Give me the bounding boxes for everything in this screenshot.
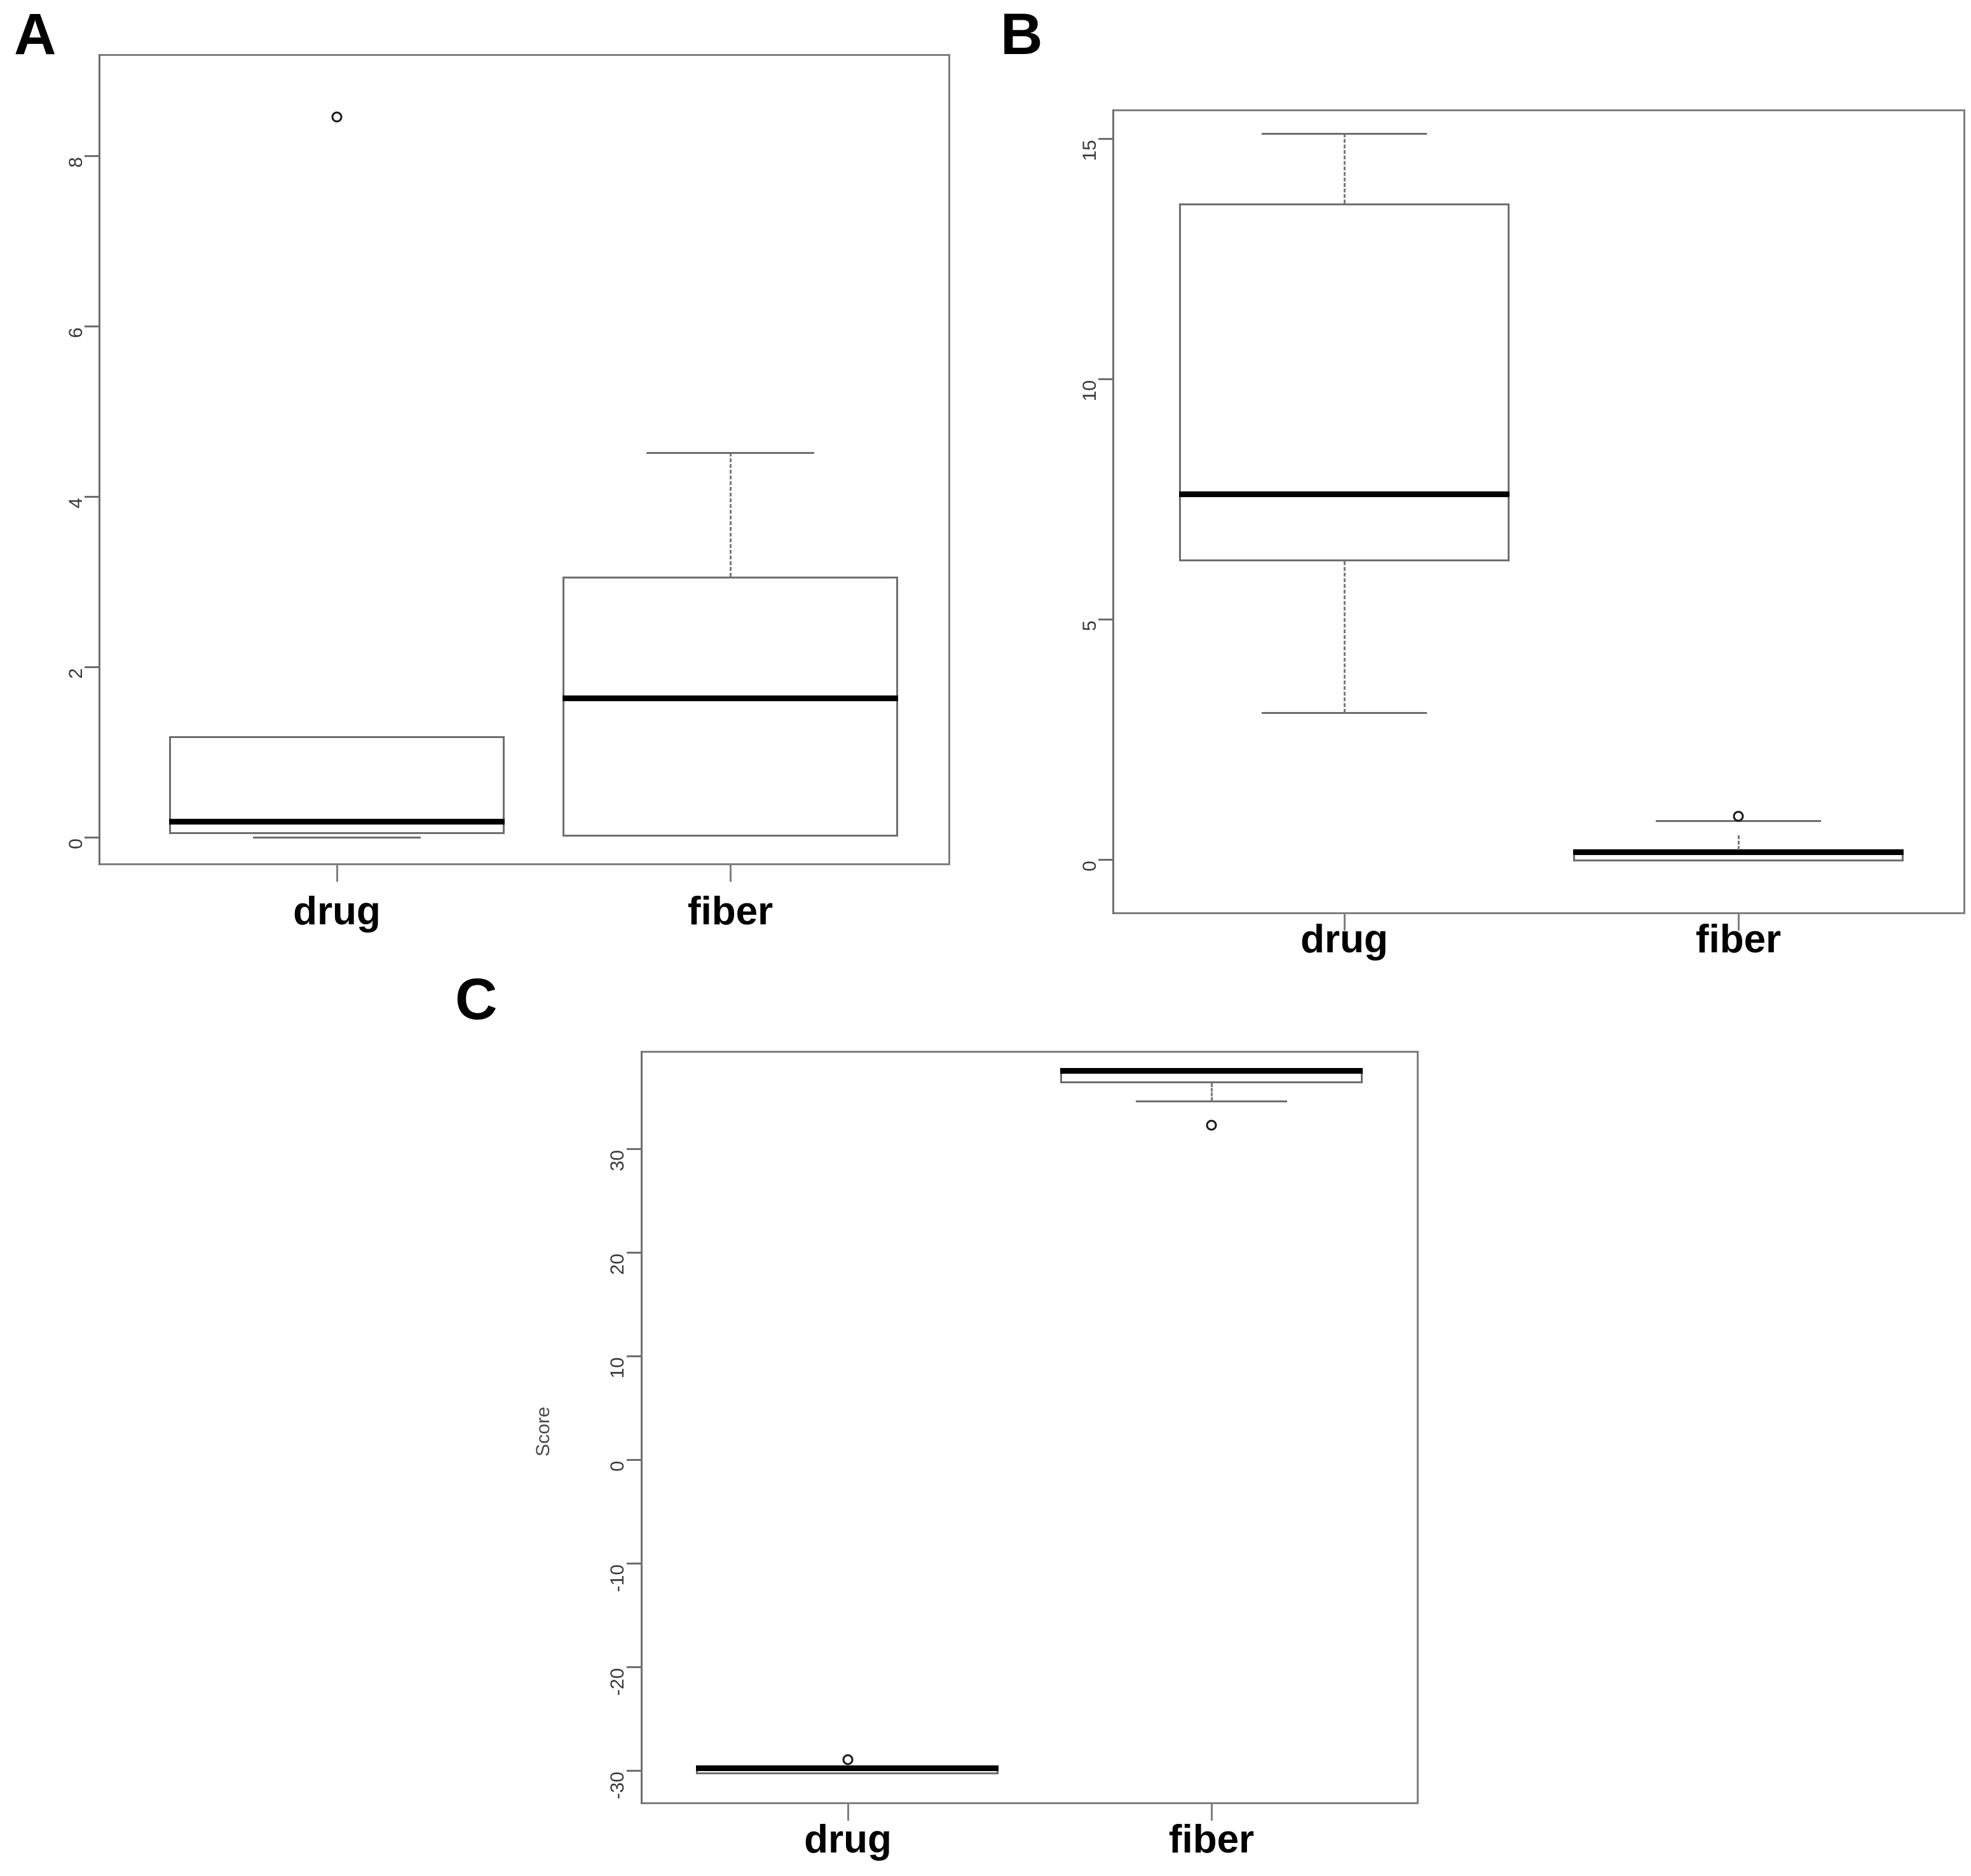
panel-b-ytick-5 bbox=[1098, 619, 1112, 620]
panel-c-ytick-neg10 bbox=[627, 1563, 641, 1564]
panel-b: B 0 5 10 15 drug fiber bbox=[985, 0, 1971, 961]
panel-c-xlabel-drug: drug bbox=[804, 1818, 892, 1861]
panel-c-ytick-neg30 bbox=[627, 1770, 641, 1772]
panel-c-ytick-label-10: 10 bbox=[607, 1357, 628, 1379]
panel-a-xtick-fiber bbox=[730, 865, 732, 882]
panel-a-ytick-label-6: 6 bbox=[65, 327, 86, 338]
panel-a-ytick-6 bbox=[85, 325, 99, 327]
panel-a-ytick-label-4: 4 bbox=[65, 498, 86, 509]
panel-c-median-drug bbox=[696, 1765, 999, 1771]
panel-c-ytick-10 bbox=[627, 1355, 641, 1357]
panel-b-xtick-drug bbox=[1344, 914, 1346, 931]
panel-a-whisker-high-fiber bbox=[730, 453, 732, 577]
panel-b-median-fiber bbox=[1573, 849, 1904, 855]
panel-a: A 0 2 4 6 8 drug fiber bbox=[0, 0, 985, 954]
panel-c-y-axis-line bbox=[641, 1051, 643, 1804]
panel-a-ytick-8 bbox=[85, 155, 99, 157]
panel-b-ytick-15 bbox=[1098, 138, 1112, 140]
panel-c-ytick-30 bbox=[627, 1148, 641, 1150]
panel-c-whisker-cap-low-fiber bbox=[1136, 1100, 1287, 1102]
panel-b-whisker-cap-low-drug bbox=[1262, 712, 1427, 714]
panel-b-box-drug bbox=[1179, 203, 1510, 561]
panel-a-ytick-label-8: 8 bbox=[65, 157, 86, 168]
panel-b-xlabel-fiber: fiber bbox=[1695, 917, 1782, 961]
panel-b-xtick-fiber bbox=[1738, 914, 1740, 931]
panel-c-ytick-20 bbox=[627, 1252, 641, 1254]
panel-b-ytick-10 bbox=[1098, 378, 1112, 380]
panel-a-outlier-drug bbox=[331, 111, 343, 123]
panel-c-ytick-0 bbox=[627, 1459, 641, 1461]
panel-c-plot-frame bbox=[641, 1051, 1419, 1804]
panel-b-whisker-high-drug bbox=[1344, 134, 1346, 203]
panel-a-median-fiber bbox=[563, 695, 898, 701]
panel-a-ytick-label-2: 2 bbox=[65, 668, 86, 679]
panel-b-whisker-high-fiber bbox=[1738, 835, 1740, 850]
panel-b-ytick-label-0: 0 bbox=[1079, 861, 1100, 872]
panel-a-xtick-drug bbox=[336, 865, 338, 882]
panel-b-xlabel-drug: drug bbox=[1300, 917, 1388, 961]
panel-a-ytick-2 bbox=[85, 666, 99, 668]
panel-c: C Score 30 20 10 0 -10 -20 -30 drug fibe… bbox=[445, 954, 1462, 1876]
panel-b-ytick-label-15: 15 bbox=[1079, 140, 1100, 161]
panel-a-ytick-label-0: 0 bbox=[65, 839, 86, 849]
panel-b-plot-frame bbox=[1112, 109, 1965, 914]
panel-b-y-axis-line bbox=[1112, 109, 1114, 914]
panel-b-ytick-label-5: 5 bbox=[1079, 620, 1100, 631]
panel-b-ytick-0 bbox=[1098, 859, 1112, 861]
panel-c-ytick-label-neg10: -10 bbox=[607, 1564, 628, 1592]
panel-c-ytick-label-0: 0 bbox=[607, 1461, 628, 1472]
panel-a-box-drug bbox=[169, 736, 505, 834]
panel-a-whisker-cap-high-fiber bbox=[646, 452, 814, 454]
panel-a-whisker-cap-low-drug bbox=[253, 837, 421, 839]
panel-a-letter: A bbox=[14, 2, 56, 67]
panel-a-box-fiber bbox=[563, 577, 898, 837]
panel-c-outlier-fiber bbox=[1206, 1119, 1217, 1131]
panel-b-outlier-fiber bbox=[1733, 811, 1744, 822]
panel-c-letter: C bbox=[455, 967, 497, 1032]
panel-a-median-drug bbox=[169, 819, 505, 825]
panel-c-ytick-label-20: 20 bbox=[607, 1254, 628, 1275]
panel-a-y-axis-line bbox=[99, 54, 100, 865]
panel-a-ytick-4 bbox=[85, 496, 99, 498]
panel-c-outlier-drug bbox=[842, 1754, 854, 1765]
panel-a-xlabel-fiber: fiber bbox=[687, 889, 774, 933]
panel-a-ytick-0 bbox=[85, 837, 99, 839]
panel-c-ytick-label-30: 30 bbox=[607, 1150, 628, 1172]
panel-a-plot-frame bbox=[99, 54, 950, 865]
panel-b-median-drug bbox=[1179, 491, 1510, 497]
panel-b-letter: B bbox=[1000, 2, 1042, 67]
panel-a-xlabel-drug: drug bbox=[293, 889, 381, 933]
panel-b-whisker-low-drug bbox=[1344, 561, 1346, 713]
panel-b-ytick-label-10: 10 bbox=[1079, 380, 1100, 402]
panel-c-ytick-label-neg20: -20 bbox=[607, 1668, 628, 1696]
panel-c-xtick-fiber bbox=[1211, 1804, 1213, 1821]
panel-b-whisker-cap-high-drug bbox=[1262, 133, 1427, 135]
panel-c-xtick-drug bbox=[847, 1804, 849, 1821]
panel-c-ytick-label-neg30: -30 bbox=[607, 1772, 628, 1800]
panel-c-y-axis-title: Score bbox=[533, 1406, 554, 1457]
panel-c-ytick-neg20 bbox=[627, 1666, 641, 1668]
panel-c-xlabel-fiber: fiber bbox=[1168, 1818, 1255, 1861]
panel-c-whisker-low-fiber bbox=[1211, 1083, 1213, 1101]
panel-c-median-fiber bbox=[1060, 1068, 1363, 1074]
